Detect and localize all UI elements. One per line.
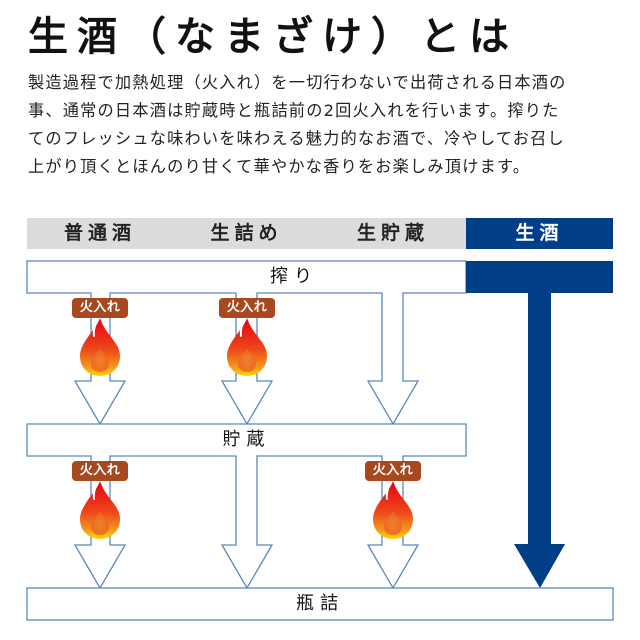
- description-line: 事、通常の日本酒は貯蔵時と瓶詰前の2回火入れを行います。搾りた: [28, 101, 560, 120]
- heat-badge-namazume-storage: 火入れ: [219, 298, 275, 318]
- heat-badge-futsushu-bottling: 火入れ: [72, 461, 128, 481]
- stage-pressing-text: 搾り: [270, 266, 318, 287]
- description-line: 上がり頂くとほんのり甘くて華やかな香りをお楽しみ頂けます。: [28, 157, 531, 176]
- storage-box: [26, 423, 467, 590]
- column-header-namachozo: 生貯蔵: [320, 218, 466, 249]
- namazake-arrow: [514, 293, 565, 588]
- stage-pressing-label: 搾り: [27, 261, 613, 293]
- description: 製造過程で加熱処理（火入れ）を一切行わないで出荷される日本酒の 事、通常の日本酒…: [28, 69, 628, 181]
- description-line: 製造過程で加熱処理（火入れ）を一切行わないで出荷される日本酒の: [28, 73, 567, 92]
- stage-storage-label: 貯蔵: [222, 429, 271, 450]
- description-line: てのフレッシュな味わいを味わえる魅力的なお酒で、冷やしてお召し: [28, 129, 565, 148]
- flame-icon: [80, 318, 120, 376]
- heat-badge-namachozo-bottling: 火入れ: [365, 461, 421, 481]
- page-title: 生酒（なまざけ）とは: [28, 14, 518, 60]
- namazake-press-block: [466, 261, 613, 293]
- heat-badge-futsushu-storage: 火入れ: [72, 298, 128, 318]
- column-header-futsushu: 普通酒: [27, 218, 173, 249]
- flame-icon: [373, 481, 413, 539]
- flame-icon: [80, 481, 120, 539]
- bottling-box: [26, 587, 614, 621]
- column-header-namazume: 生詰め: [173, 218, 320, 249]
- stage-bottling-label: 瓶詰: [296, 593, 344, 614]
- flame-icon: [227, 318, 267, 376]
- column-header-namazake: 生酒: [466, 218, 613, 249]
